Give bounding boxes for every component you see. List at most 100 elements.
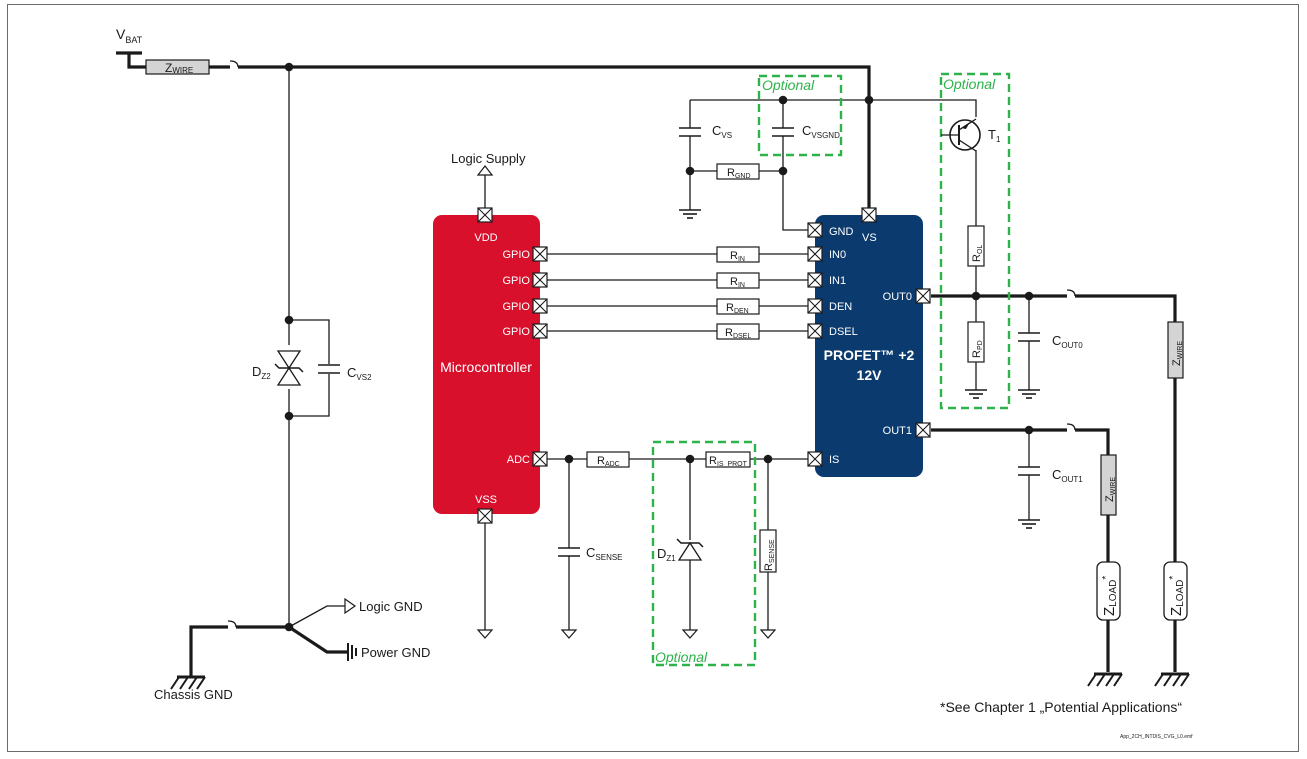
dz1-zener	[676, 538, 704, 561]
cvs-label: CVS	[712, 123, 732, 140]
rin0-resistor	[716, 246, 760, 263]
power-gnd-wire	[288, 625, 347, 654]
optional-box-cvsgnd	[757, 74, 843, 157]
zwire-out0	[1167, 321, 1184, 379]
optional-label-t1: Optional	[943, 76, 996, 92]
rden-resistor	[716, 298, 760, 315]
out0-load-wire	[1075, 294, 1177, 322]
optional-label-cvsgnd: Optional	[762, 77, 815, 93]
zload-out0-label: ZLOAD*	[1168, 576, 1186, 616]
zload-out0	[1163, 561, 1188, 621]
rsense-label: RSENSE	[763, 539, 776, 571]
t1-label: T1	[988, 127, 1001, 144]
ground-triangle-icon-dz1	[682, 629, 698, 639]
power-gnd-icon	[347, 643, 357, 661]
profet-block	[815, 215, 923, 477]
cvsgnd-label: CVSGND	[802, 123, 840, 140]
connector-hook-out1	[1066, 423, 1076, 431]
profet-pin-vs-label: VS	[862, 232, 877, 244]
optional-label-dz1: Optional	[655, 649, 708, 665]
rol-resistor	[967, 225, 985, 267]
profet-pin-dsel	[807, 323, 823, 339]
vbat-bus	[238, 65, 871, 215]
connector-hook-out0	[1066, 289, 1076, 297]
csense-label: CSENSE	[586, 545, 623, 562]
profet-pin-dsel-label: DSEL	[829, 326, 858, 338]
mcu-pin-gpio0-label: GPIO	[502, 249, 530, 261]
radc-label: RADC	[597, 455, 620, 468]
profet-pin-out0-label: OUT0	[883, 291, 912, 303]
profet-pin-vs	[861, 207, 877, 223]
chassis-ground-icon-out0	[1153, 672, 1191, 688]
profet-pin-den	[807, 298, 823, 314]
logic-supply-icon	[476, 165, 494, 176]
zload-out1-label: ZLOAD*	[1101, 576, 1119, 616]
rgnd-resistor	[716, 163, 760, 180]
mcu-pin-gpio3-label: GPIO	[502, 326, 530, 338]
mcu-pin-vdd	[477, 207, 493, 223]
profet-pin-in1	[807, 272, 823, 288]
profet-pin-out1	[915, 422, 931, 438]
cvs2-capacitor	[318, 364, 340, 374]
zwire-out0-label: ZWIRE	[1171, 341, 1184, 366]
profet-pin-den-label: DEN	[829, 301, 852, 313]
chassis-wire	[189, 625, 228, 676]
rdsel-label: RDSEL	[725, 327, 751, 340]
profet-title: PROFET™ +2	[824, 347, 915, 363]
dz2-label: DZ2	[252, 364, 271, 381]
profet-pin-is-label: IS	[829, 454, 839, 466]
zwire-vbat-label: ZWIRE	[165, 61, 193, 75]
mcu-pin-gpio2	[532, 298, 548, 314]
ground-icon-cout0	[1017, 389, 1041, 399]
ground-icon-cvs	[678, 209, 702, 219]
logic-gnd-label: Logic GND	[359, 599, 423, 614]
connector-hook-vbat	[229, 60, 239, 68]
rpd-resistor	[967, 321, 985, 363]
mcu-pin-adc	[532, 451, 548, 467]
optional-box-dz1	[651, 440, 757, 667]
file-label: App_2CH_INTDIS_CVG_L0.emf	[1120, 734, 1193, 740]
profet-pin-in0-label: IN0	[829, 249, 846, 261]
mcu-pin-gpio1-label: GPIO	[502, 275, 530, 287]
chassis-ground-icon-out1	[1086, 672, 1124, 688]
profet-pin-gnd-label: GND	[829, 226, 854, 238]
cvs2-label: CVS2	[347, 365, 372, 382]
rdsel-resistor	[716, 323, 760, 340]
optional-box-t1	[939, 72, 1011, 410]
mcu-pin-gpio1	[532, 272, 548, 288]
profet-pin-gnd	[807, 222, 823, 238]
chassis-gnd-label: Chassis GND	[154, 687, 233, 702]
profet-pin-is	[807, 451, 823, 467]
power-gnd-label: Power GND	[361, 645, 430, 660]
cout1-capacitor	[1018, 466, 1040, 476]
csense-capacitor	[558, 547, 580, 557]
mcu-pin-gpio3	[532, 323, 548, 339]
profet-voltage: 12V	[857, 367, 883, 383]
rpd-label: RPD	[971, 340, 984, 358]
dz1-label: DZ1	[657, 546, 676, 563]
profet-pin-out0	[915, 288, 931, 304]
ground-triangle-icon-rsense	[760, 629, 776, 639]
ground-icon-cout1	[1017, 519, 1041, 529]
rol-label: ROL	[971, 245, 984, 262]
t1-transistor	[941, 118, 981, 152]
mcu-pin-vss	[477, 508, 493, 524]
profet-pin-in1-label: IN1	[829, 275, 846, 287]
cout0-label: COUT0	[1052, 333, 1083, 350]
radc-resistor	[586, 451, 630, 468]
mcu-pin-vss-label: VSS	[475, 494, 497, 506]
microcontroller-block	[433, 215, 540, 514]
rden-label: RDEN	[726, 302, 749, 315]
rin1-resistor	[716, 272, 760, 289]
zwire-out1	[1100, 454, 1117, 516]
vbat-label: VBAT	[116, 26, 143, 45]
logic-gnd-wire	[288, 605, 345, 628]
ground-triangle-icon-vss	[477, 629, 493, 639]
rin1-label: RIN	[730, 276, 745, 289]
ground-triangle-icon-csense	[561, 629, 577, 639]
footnote: *See Chapter 1 „Potential Applications“	[940, 699, 1182, 715]
ground-icon-rpd	[964, 389, 988, 399]
cvsgnd-capacitor	[772, 127, 794, 137]
junction-dots	[284, 62, 1034, 632]
vs-branch-top	[690, 99, 977, 117]
